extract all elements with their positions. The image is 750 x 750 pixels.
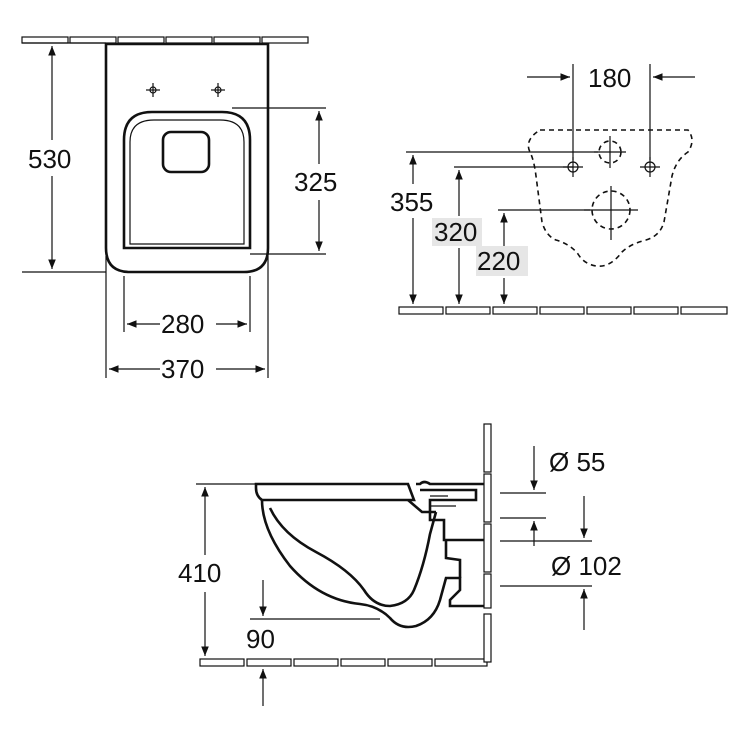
dim-325-label: 325: [294, 167, 337, 197]
dim-d102-label: Ø 102: [551, 551, 622, 581]
rear-outline-dashed: [527, 129, 693, 268]
dim-355-label: 355: [390, 187, 433, 217]
side-view: 410 90 Ø 55 Ø 102: [178, 423, 622, 706]
dim-90-label: 90: [246, 624, 275, 654]
dim-d55-label: Ø 55: [549, 447, 605, 477]
floor-strip-rear: [398, 306, 728, 315]
top-view: 530 325 280 370: [21, 36, 337, 384]
rear-view: 180 355 320 220: [390, 63, 728, 315]
wall-strip-top: [21, 36, 309, 44]
rear-bolt-hole-icon: [563, 157, 660, 177]
wall-strip-side: [483, 423, 492, 663]
flush-square-icon: [161, 130, 211, 174]
dim-530-label: 530: [28, 144, 71, 174]
inlet-circle-icon: [594, 136, 626, 168]
bowl-profile-side: [254, 482, 416, 502]
dim-370-label: 370: [161, 354, 204, 384]
dim-280-label: 280: [161, 309, 204, 339]
dim-180-label: 180: [588, 63, 631, 93]
bolt-hole-icon: [146, 83, 225, 97]
floor-strip-side: [199, 658, 488, 667]
outlet-circle-icon: [584, 186, 638, 240]
dim-410-label: 410: [178, 558, 221, 588]
seat-outline-top: [122, 110, 252, 250]
dim-220-label: 220: [477, 246, 520, 276]
dim-320-label: 320: [434, 217, 477, 247]
